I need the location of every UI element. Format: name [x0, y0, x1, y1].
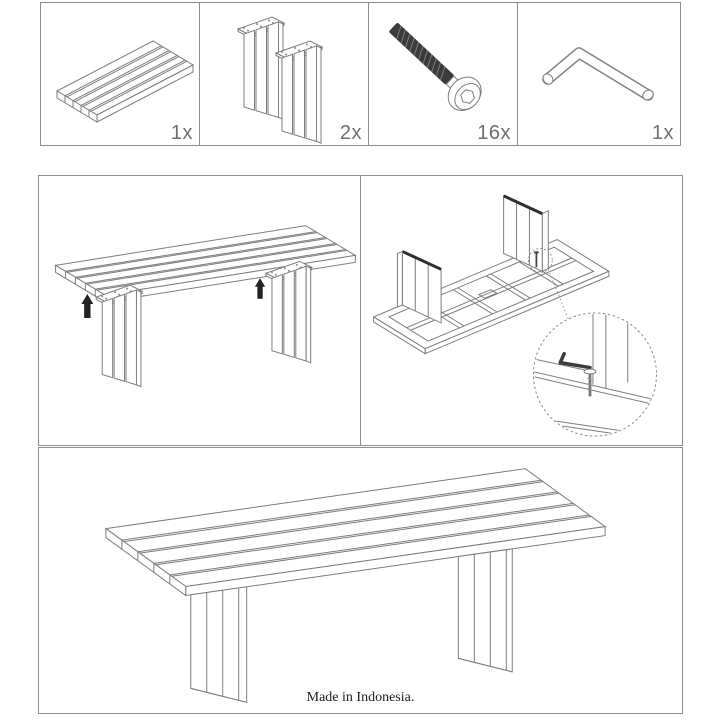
part-cell-allen-key: 1x	[517, 2, 681, 146]
part-cell-tabletop: 1x	[40, 2, 200, 146]
table-leg-left	[190, 586, 248, 703]
allen-key-in-bolt-drawing	[558, 351, 597, 397]
leg-panel-right	[265, 260, 313, 364]
qty-label-tabletop: 1x	[170, 122, 193, 144]
allen-key-drawing	[542, 47, 654, 101]
up-arrow-icon	[81, 294, 94, 318]
detail-callout-content	[534, 313, 656, 436]
made-in-label: Made in Indonesia.	[306, 690, 415, 705]
detail-leader-line	[547, 269, 570, 322]
allen-key-part-diagram	[542, 47, 654, 101]
up-arrow-icon	[254, 278, 266, 299]
tabletop-part-diagram	[55, 40, 195, 123]
qty-label-bolt: 16x	[477, 122, 511, 144]
step1-cell	[38, 175, 361, 446]
qty-label-allen-key: 1x	[651, 122, 674, 144]
tabletop-drawing	[55, 40, 195, 123]
step1-diagram	[54, 225, 357, 388]
standing-leg-right	[503, 194, 549, 273]
table-leg-right	[457, 548, 513, 673]
assembled-table-diagram	[104, 468, 607, 703]
standing-leg-left	[396, 250, 442, 324]
part-cell-bolt: 16x	[368, 2, 518, 146]
hex-bolt-drawing	[389, 23, 482, 112]
step2-diagram	[372, 194, 657, 437]
detail-callout-circle	[532, 312, 657, 437]
bolt-part-diagram	[389, 23, 482, 112]
leg-panel-back	[237, 16, 285, 120]
step2-cell	[360, 175, 683, 446]
leg-panel-left	[95, 284, 143, 388]
leg-panel-front	[275, 40, 323, 144]
qty-label-legs: 2x	[339, 122, 362, 144]
assembled-table-drawing	[104, 468, 607, 703]
final-assembly-cell: Made in Indonesia.	[38, 447, 683, 714]
part-cell-legs: 2x	[199, 2, 369, 146]
